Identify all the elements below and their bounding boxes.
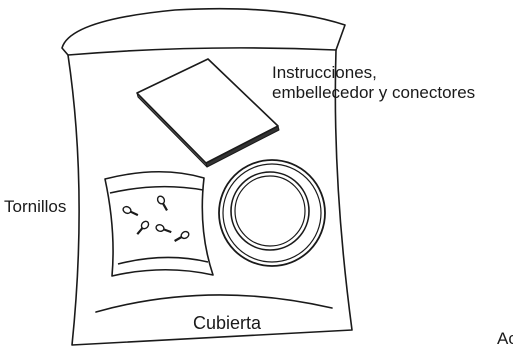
bag-bottom-curve	[95, 294, 333, 313]
cover-label: Cubierta	[193, 313, 262, 333]
instructions-label-line2: embellecedor y conectores	[272, 83, 476, 102]
instructions-label-line1: Instrucciones,	[272, 63, 377, 82]
screws	[122, 195, 190, 242]
screws-label: Tornillos	[4, 197, 67, 216]
trim-ring	[218, 159, 326, 267]
bag-seal-line	[67, 47, 337, 56]
partial-label: Ac	[497, 329, 513, 348]
instructions-label: Instrucciones, embellecedor y conectores	[272, 63, 475, 103]
screw-bag	[104, 170, 214, 277]
instruction-booklet	[136, 58, 280, 168]
bag-outline	[61, 7, 353, 346]
